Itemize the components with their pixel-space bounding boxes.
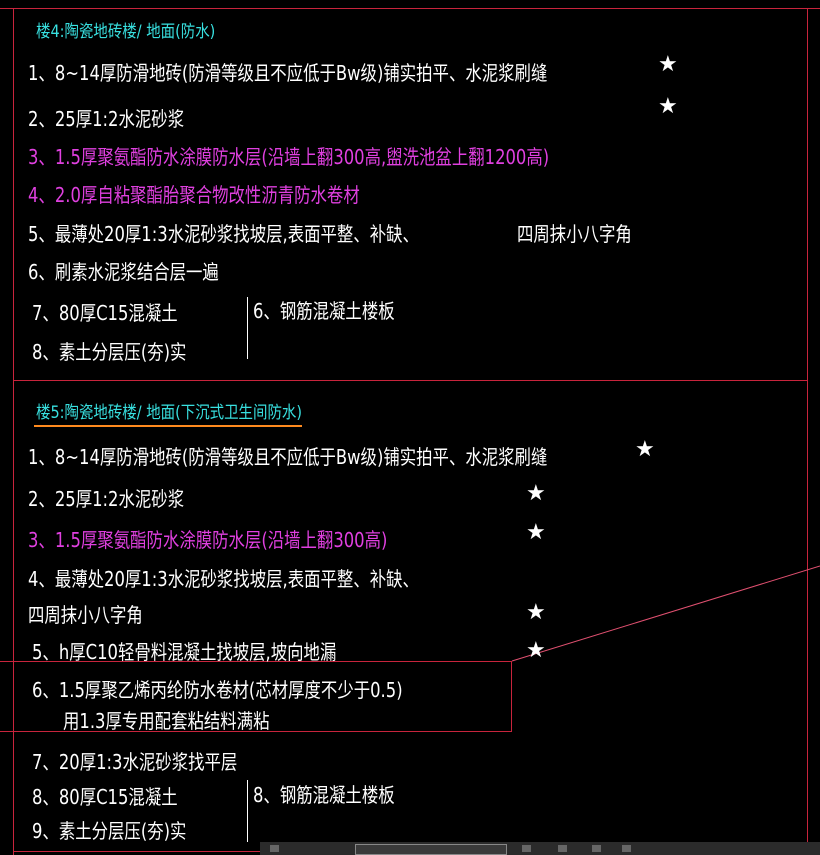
taskbar-icon[interactable]: [522, 845, 531, 852]
callout-box-bottom: [0, 731, 512, 732]
taskbar-icon[interactable]: [592, 845, 601, 852]
s5-line-slab: 8、钢筋混凝土楼板: [253, 783, 395, 807]
taskbar: [260, 842, 820, 855]
s4-line-7: 7、80厚C15混凝土: [32, 301, 178, 325]
s5-line-7: 7、20厚1:3水泥砂浆找平层: [32, 750, 238, 774]
marker-star: ★: [526, 638, 546, 663]
taskbar-input[interactable]: [355, 844, 507, 855]
marker-star: ★: [526, 481, 546, 506]
s4-line-3: 3、1.5厚聚氨酯防水涂膜防水层(沿墙上翻300高,盥洗池盆上翻1200高): [28, 145, 550, 169]
section4-title: 楼4:陶瓷地砖楼/ 地面(防水): [36, 22, 216, 42]
frame-left: [13, 8, 14, 855]
s5-line-5: 5、h厚C10轻骨料混凝土找坡层,坡向地漏: [32, 640, 337, 664]
taskbar-icon[interactable]: [558, 845, 567, 852]
marker-star: ★: [658, 94, 678, 119]
s5-line-1: 1、8~14厚防滑地砖(防滑等级且不应低于Bw级)铺实拍平、水泥浆刷缝: [28, 445, 548, 469]
s5-line-3: 3、1.5厚聚氨酯防水涂膜防水层(沿墙上翻300高): [28, 528, 388, 552]
frame-right: [807, 8, 808, 855]
s5-line-8: 8、80厚C15混凝土: [32, 785, 178, 809]
callout-box-top: [0, 661, 512, 662]
taskbar-icon[interactable]: [622, 845, 631, 852]
s4-line-5b: 四周抹小八字角: [517, 222, 632, 246]
section5-title-underline: [34, 425, 302, 427]
s4-bracket: [247, 297, 248, 359]
marker-star: ★: [658, 52, 678, 77]
s4-line-5: 5、最薄处20厚1:3水泥砂浆找坡层,表面平整、补缺、: [28, 222, 419, 246]
callout-box-right: [511, 661, 512, 732]
marker-star: ★: [635, 437, 655, 462]
s5-line-9: 9、素土分层压(夯)实: [32, 819, 187, 843]
marker-star: ★: [526, 600, 546, 625]
s5-line-4: 4、最薄处20厚1:3水泥砂浆找坡层,表面平整、补缺、: [28, 567, 419, 591]
s4-line-slab: 6、钢筋混凝土楼板: [253, 299, 395, 323]
s5-line-4b: 四周抹小八字角: [28, 603, 143, 627]
taskbar-icon[interactable]: [270, 845, 279, 852]
s5-line-2: 2、25厚1:2水泥砂浆: [28, 487, 185, 511]
s4-line-1: 1、8~14厚防滑地砖(防滑等级且不应低于Bw级)铺实拍平、水泥浆刷缝: [28, 61, 548, 85]
section5-title: 楼5:陶瓷地砖楼/ 地面(下沉式卫生间防水): [36, 403, 303, 423]
marker-star: ★: [526, 520, 546, 545]
s4-line-2: 2、25厚1:2水泥砂浆: [28, 107, 185, 131]
s4-line-6: 6、刷素水泥浆结合层一遍: [28, 260, 219, 284]
frame-top: [0, 8, 820, 9]
s5-bracket: [247, 780, 248, 842]
s5-line-6b: 用1.3厚专用配套粘结料满粘: [63, 709, 270, 733]
s5-line-6: 6、1.5厚聚乙烯丙纶防水卷材(芯材厚度不少于0.5): [32, 678, 403, 702]
section-divider: [13, 380, 808, 381]
s4-line-8: 8、素土分层压(夯)实: [32, 340, 187, 364]
s4-line-4: 4、2.0厚自粘聚酯胎聚合物改性沥青防水卷材: [28, 183, 360, 207]
